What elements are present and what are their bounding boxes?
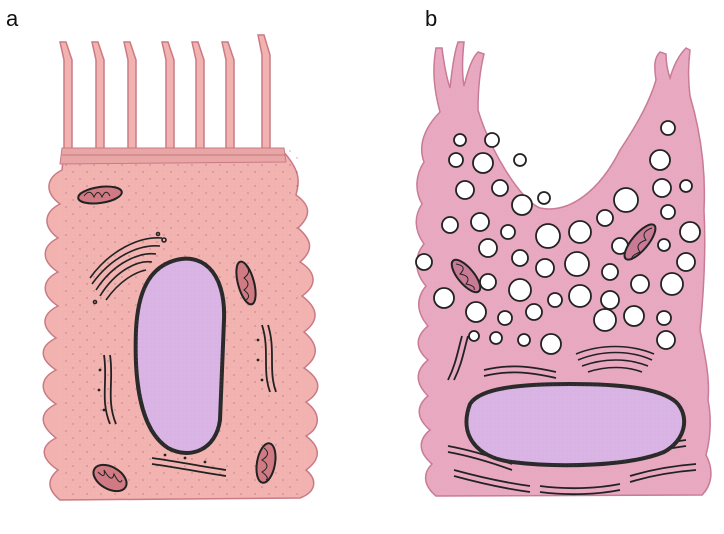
- cell-b: [415, 40, 711, 500]
- cell-a: [43, 35, 318, 500]
- panel-label-b: b: [425, 8, 437, 30]
- panel-label-a: a: [6, 8, 18, 30]
- terminal-web-band: [60, 148, 286, 164]
